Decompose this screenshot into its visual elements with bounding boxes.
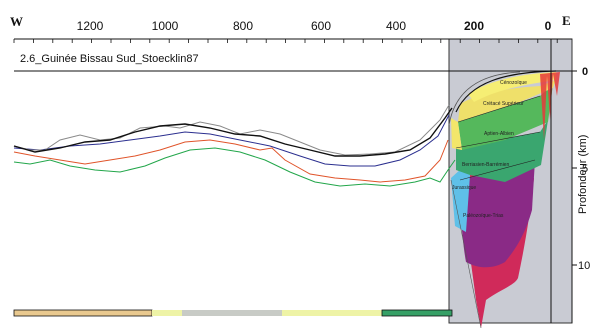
jurassic-body xyxy=(451,168,470,232)
domain-bar-pale-1 xyxy=(152,310,182,316)
minor-ticks xyxy=(13,39,558,43)
berriasien-body xyxy=(456,120,548,182)
x-tick-1200: 1200 xyxy=(77,19,104,33)
x-tick-200: 200 xyxy=(464,19,484,33)
figure-title: 2.6_Guinée Bissau Sud_Stoecklin87 xyxy=(20,53,199,65)
profile-curves xyxy=(13,104,456,187)
red-seafloor-fringe xyxy=(540,72,560,140)
y-tick-5: 5 xyxy=(582,163,588,175)
domain-bar xyxy=(13,309,453,317)
top-axis: W E 1200 1000 800 600 400 200 0 xyxy=(10,13,572,43)
profile-navy xyxy=(13,114,450,167)
x-tick-0: 0 xyxy=(545,19,552,33)
unit-cenozoique: Cénozoïque xyxy=(500,80,527,86)
profile-black xyxy=(13,107,453,157)
right-axis: 0 5 10 Profondeur (km) xyxy=(571,66,590,323)
west-label: W xyxy=(10,14,23,29)
domain-bar-green xyxy=(381,309,453,317)
yellow-wedge xyxy=(451,118,462,150)
y-tick-0: 0 xyxy=(582,66,588,78)
unit-cretace-superieur: Crétacé Supérieur xyxy=(483,101,524,107)
y-tick-10: 10 xyxy=(578,260,590,272)
cenozoic-body xyxy=(468,72,556,102)
profile-gray xyxy=(13,104,450,156)
unit-aptien-albien: Aptien-Albien xyxy=(484,131,514,137)
cretace-sup-body xyxy=(458,80,556,122)
profile-green xyxy=(13,147,456,187)
unit-jurassique: Jurassique xyxy=(452,185,476,191)
y-axis-label: Profondeur (km) xyxy=(577,135,589,214)
paleozoic-body xyxy=(460,160,535,268)
domain-bar-tan xyxy=(13,309,153,317)
profile-orange xyxy=(13,139,449,183)
unit-paleozoique-trias: Paléozoïque-Trias xyxy=(463,213,504,219)
x-tick-400: 400 xyxy=(386,19,406,33)
aptien-body xyxy=(458,84,553,150)
domain-bar-gray xyxy=(182,310,282,316)
x-tick-800: 800 xyxy=(233,19,253,33)
x-tick-600: 600 xyxy=(311,19,331,33)
unit-berriasien-barremien: Berriasien-Barrémien xyxy=(462,162,509,168)
x-tick-1000: 1000 xyxy=(152,19,179,33)
east-label: E xyxy=(562,13,571,28)
geologic-section: Cénozoïque Crétacé Supérieur Aptien-Albi… xyxy=(448,39,560,329)
domain-bar-pale-2 xyxy=(282,310,382,316)
